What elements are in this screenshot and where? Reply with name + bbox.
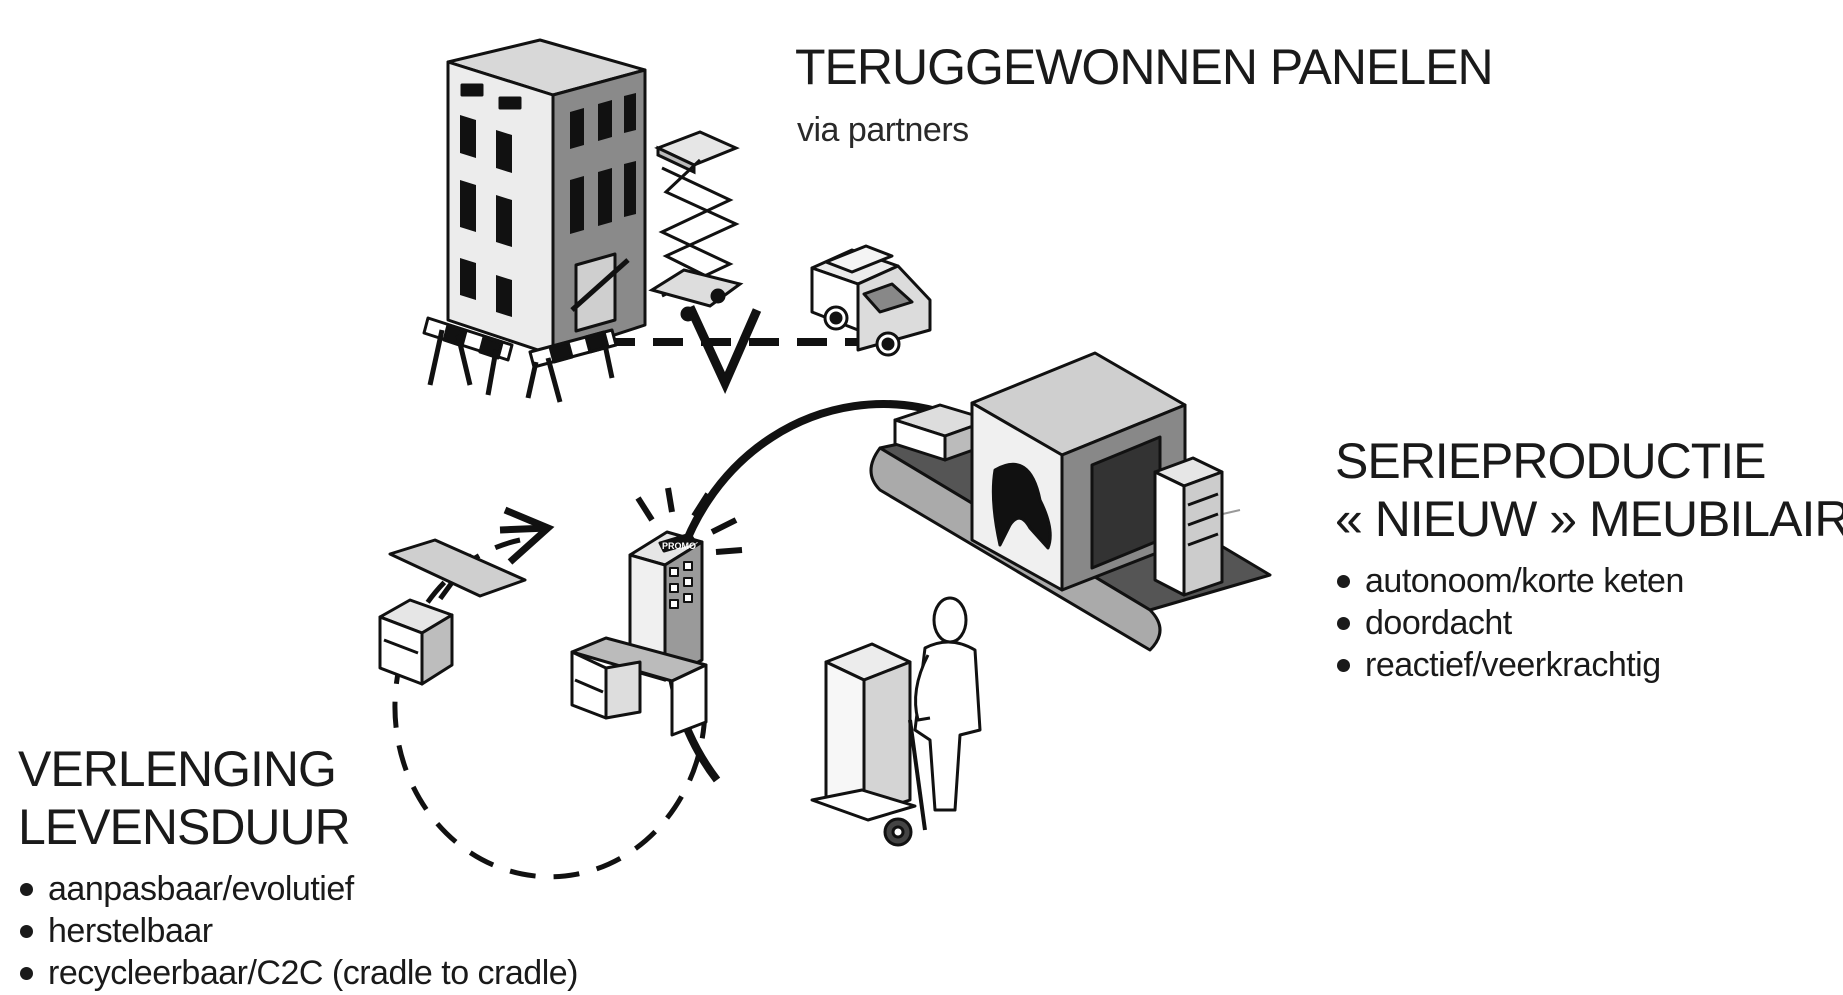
left-bullet-item: herstelbaar [18,910,578,952]
hand-truck-icon [810,642,927,847]
right-bullet-list: autonoom/korte keten doordacht reactief/… [1335,560,1684,686]
panel-icon [388,538,527,598]
logo-icon [991,462,1052,550]
cabinet-icon [1153,456,1224,597]
right-bullet-item: reactief/veerkrachtig [1335,644,1684,686]
right-title-line2: « NIEUW » MEUBILAIR [1335,491,1843,547]
desk-icon [570,636,708,737]
top-title: TERUGGEWONNEN PANELEN [795,39,1494,95]
left-title-line1: VERLENGING [18,741,337,797]
worker-icon [913,596,982,812]
right-bullet-item: autonoom/korte keten [1335,560,1684,602]
left-bullet-item: aanpasbaar/evolutief [18,868,578,910]
top-subtitle: via partners [797,111,969,149]
cycle-arrow-icon [685,305,762,394]
drawer-unit-icon [378,598,454,686]
factory-machine-icon [970,351,1187,592]
left-title-line2: LEVENSDUUR [18,799,351,855]
right-bullet-item: doordacht [1335,602,1684,644]
promo-label: PROMO [662,541,696,551]
truck-icon [810,244,932,357]
left-bullet-item: recycleerbaar/C2C (cradle to cradle) [18,952,578,994]
right-title-line1: SERIEPRODUCTIE [1335,433,1767,489]
left-bullet-list: aanpasbaar/evolutief herstelbaar recycle… [18,868,578,994]
scissor-lift-icon [648,130,744,322]
building-icon [422,38,647,403]
